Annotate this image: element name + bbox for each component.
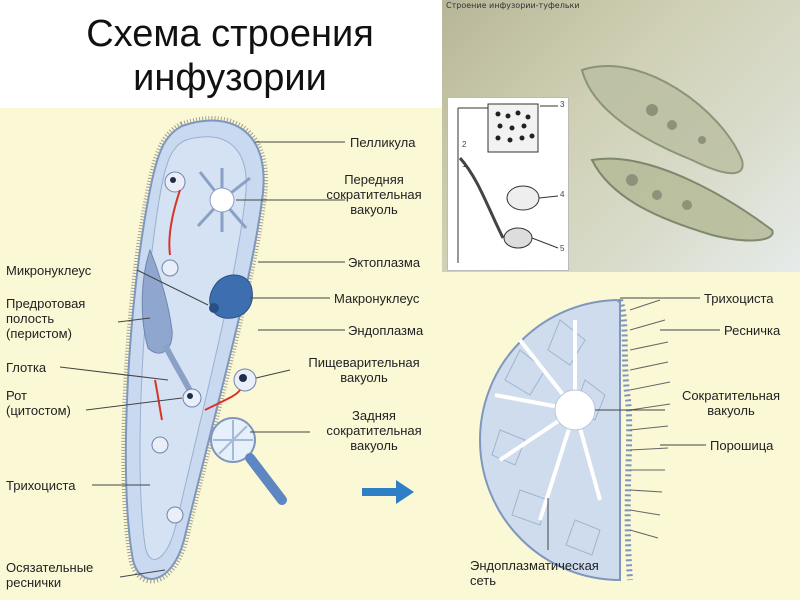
inset-number-1: 1: [462, 160, 467, 169]
label-peristome: Предротовая полость (перистом): [6, 296, 85, 341]
detail-label-vacuole-line1: Сократительная: [681, 388, 781, 403]
label-peristome-line2: полость: [6, 311, 55, 326]
label-tactile-line1: Осязательные: [6, 560, 94, 575]
page-title: Схема строения инфузории: [20, 12, 440, 100]
title-line-2: инфузории: [133, 57, 327, 99]
detail-label-vacuole: Сократительная вакуоль: [666, 388, 796, 418]
inset-drawing: [457, 103, 559, 263]
micrograph-cells: [580, 65, 774, 242]
direction-arrow-icon: [362, 480, 414, 504]
label-tactile-cilia: Осязательные реснички: [6, 560, 93, 590]
inset-schematic: 3 2 1 4 5: [447, 97, 569, 271]
label-mouth-line2: (цитостом): [6, 403, 71, 418]
label-rear-vacuole-line3: вакуоль: [350, 438, 398, 453]
detail-label-vacuole-line2: вакуоль: [707, 403, 755, 418]
front-contractile-vacuole: [196, 168, 251, 232]
label-peristome-line1: Предротовая: [6, 296, 86, 311]
label-trichocyst: Трихоциста: [6, 478, 76, 493]
label-rear-vacuole: Задняя сократительная вакуоль: [312, 408, 436, 453]
inset-number-2: 2: [462, 140, 467, 149]
title-line-1: Схема строения: [86, 13, 374, 55]
label-tactile-line2: реснички: [6, 575, 62, 590]
detail-label-cilium: Ресничка: [724, 323, 781, 338]
detail-label-er-line2: сеть: [470, 573, 497, 588]
label-pharynx: Глотка: [6, 360, 47, 375]
micronucleus: [209, 303, 219, 313]
label-mouth: Рот (цитостом): [6, 388, 71, 418]
label-digestive-line1: Пищеварительная: [308, 355, 420, 370]
label-front-vacuole: Передняя сократительная вакуоль: [312, 172, 436, 217]
label-front-vacuole-line3: вакуоль: [350, 202, 398, 217]
label-front-vacuole-line1: Передняя: [344, 172, 404, 187]
label-endoplasm: Эндоплазма: [348, 323, 424, 338]
label-macronucleus: Макронуклеус: [334, 291, 420, 306]
inset-number-5: 5: [560, 244, 565, 253]
cytoplasm-flow-arrows: [154, 189, 241, 421]
detail-vacuole-view: [479, 298, 671, 582]
label-rear-vacuole-line1: Задняя: [352, 408, 396, 423]
label-digestive-vacuole: Пищеварительная вакуоль: [292, 355, 436, 385]
label-digestive-line2: вакуоль: [340, 370, 388, 385]
label-rear-vacuole-line2: сократительная: [326, 423, 422, 438]
detail-label-er: Эндоплазматическая сеть: [470, 558, 599, 588]
rear-contractile-vacuole: [210, 417, 287, 505]
inset-number-3: 3: [560, 100, 565, 109]
label-pellicle: Пелликула: [350, 135, 416, 150]
label-mouth-line1: Рот: [6, 388, 27, 403]
detail-label-er-line1: Эндоплазматическая: [470, 558, 599, 573]
inset-number-4: 4: [560, 190, 565, 199]
label-peristome-line3: (перистом): [6, 326, 72, 341]
detail-label-pore: Порошица: [710, 438, 774, 453]
label-micronucleus: Микронуклеус: [6, 263, 92, 278]
label-ectoplasm: Эктоплазма: [348, 255, 421, 270]
label-front-vacuole-line2: сократительная: [326, 187, 422, 202]
detail-label-trichocyst: Трихоциста: [704, 291, 774, 306]
photo-caption: Строение инфузории-туфельки: [446, 1, 580, 10]
